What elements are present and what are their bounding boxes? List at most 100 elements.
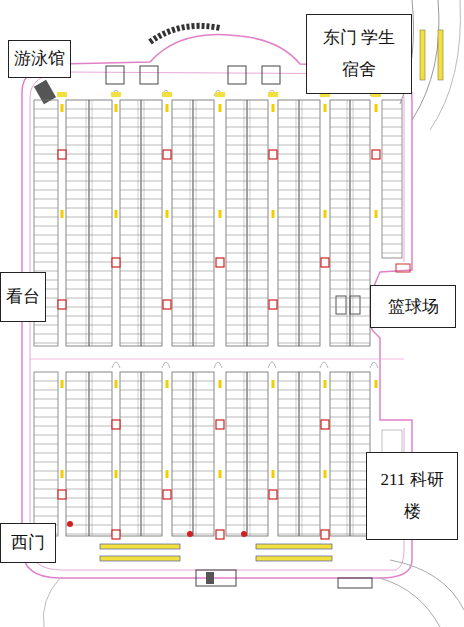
lane-arch [214, 362, 222, 368]
stall-line [34, 208, 58, 209]
stall-line [250, 372, 251, 536]
stall-line [226, 435, 268, 436]
stall-line [226, 516, 268, 517]
stall-line [330, 489, 370, 490]
stall-line [120, 163, 162, 164]
stall-line [120, 109, 162, 110]
stall-line [330, 435, 370, 436]
red-marker [67, 521, 73, 527]
stall-line [66, 453, 112, 454]
stall-block [172, 100, 214, 346]
stall-line [66, 172, 112, 173]
stall-line [120, 408, 162, 409]
road-edge [390, 560, 464, 610]
stall-line [382, 181, 402, 182]
stall-line [172, 444, 214, 445]
yellow-marker [375, 210, 378, 218]
stall-line [330, 516, 370, 517]
stall-line [330, 408, 370, 409]
stall-line [34, 453, 58, 454]
yellow-marker [166, 210, 169, 218]
stall-line [34, 417, 58, 418]
stall-block [278, 100, 320, 346]
stall-line [347, 372, 348, 536]
stall-line [382, 235, 402, 236]
stall-line [226, 154, 268, 155]
stall-line [89, 372, 90, 536]
red-marker [321, 530, 329, 539]
stall-line [226, 235, 268, 236]
stall-line [278, 480, 320, 481]
yellow-marker [272, 104, 275, 112]
stall-line [382, 199, 402, 200]
stall-line [330, 343, 370, 344]
stall-line [330, 199, 370, 200]
stall-line [66, 390, 112, 391]
stall-line [226, 399, 268, 400]
stall-line [278, 199, 320, 200]
stall-line [172, 399, 214, 400]
red-marker [372, 150, 380, 159]
yellow-marker [272, 470, 275, 478]
stall-block [120, 100, 162, 346]
stall-line [120, 253, 162, 254]
stall-line [330, 190, 370, 191]
place-label: 东门 学生宿舍 [306, 14, 412, 94]
place-name: 看台 [6, 284, 40, 310]
stall-line [278, 489, 320, 490]
stall-line [278, 307, 320, 308]
stall-line [34, 127, 58, 128]
lane-arch [320, 362, 328, 368]
stall-line [226, 453, 268, 454]
stall-line [66, 307, 112, 308]
yellow-marker [61, 470, 64, 478]
stall-line [226, 390, 268, 391]
stall-line [66, 154, 112, 155]
red-marker [58, 300, 66, 309]
stall-line [120, 316, 162, 317]
stall-line [172, 262, 214, 263]
road-edge [430, 0, 460, 130]
gate-bar [100, 544, 180, 549]
stall-line [330, 136, 370, 137]
place-label: 211 科研楼 [366, 452, 458, 540]
lane-arch [112, 90, 120, 96]
stall-line [66, 489, 112, 490]
place-label: 看台 [0, 272, 46, 322]
stall-line [172, 390, 214, 391]
gate-bar [256, 544, 332, 549]
stall-line [278, 289, 320, 290]
stall-line [66, 253, 112, 254]
red-marker [269, 490, 277, 499]
stall-line [120, 489, 162, 490]
stall-line [120, 471, 162, 472]
stall-line [330, 453, 370, 454]
stall-line [120, 417, 162, 418]
stall-line [278, 253, 320, 254]
stall-line [226, 408, 268, 409]
red-marker [269, 300, 277, 309]
stall-line [226, 525, 268, 526]
stall-line [66, 408, 112, 409]
stall-line [278, 444, 320, 445]
stall-line [250, 100, 251, 346]
stall-line [66, 399, 112, 400]
stall-line [278, 507, 320, 508]
stall-line [92, 372, 93, 536]
stall-line [34, 426, 58, 427]
stall-line [34, 444, 58, 445]
stall-line [330, 172, 370, 173]
stall-line [278, 208, 320, 209]
stall-line [247, 372, 248, 536]
stall-line [66, 480, 112, 481]
stall-line [278, 381, 320, 382]
stall-line [299, 100, 300, 346]
stall-line [120, 298, 162, 299]
stall-line [66, 316, 112, 317]
stall-line [226, 480, 268, 481]
stall-line [172, 199, 214, 200]
stall-line [172, 426, 214, 427]
stall-line [382, 118, 402, 119]
stall-line [34, 145, 58, 146]
stall-line [226, 271, 268, 272]
